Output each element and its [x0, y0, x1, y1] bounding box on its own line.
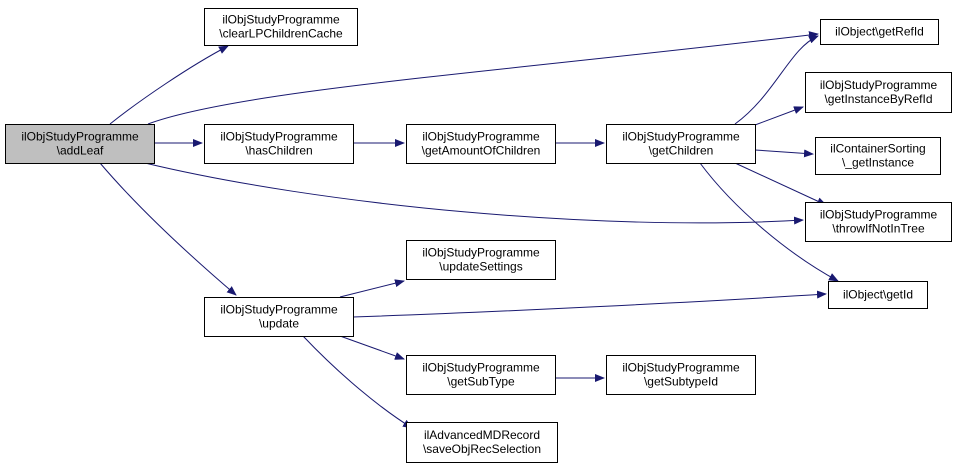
node-label-line: \getChildren — [649, 144, 714, 158]
node-label-line: \throwIfNotInTree — [832, 222, 925, 236]
node-box — [805, 72, 952, 113]
node-label-line: ilObjStudyProgramme — [220, 130, 338, 144]
node-label-line: ilContainerSorting — [830, 142, 925, 156]
node-label-line: \addLeaf — [57, 144, 104, 158]
node-box — [606, 124, 756, 164]
node-box — [815, 137, 941, 175]
edge-update-to-saveObjRecSelection — [302, 335, 413, 429]
node-updateSettings[interactable]: ilObjStudyProgramme\updateSettings — [406, 240, 556, 280]
node-box — [606, 355, 756, 395]
node-box — [820, 19, 939, 45]
edge-update-to-getSubType — [339, 335, 405, 360]
node-update[interactable]: ilObjStudyProgramme\update — [204, 297, 354, 337]
node-label-line: ilObjStudyProgramme — [21, 130, 139, 144]
edge-addLeaf-to-getRefId — [147, 31, 819, 125]
node-label-line: ilObjStudyProgramme — [820, 78, 938, 92]
node-label-line: ilObjStudyProgramme — [220, 303, 338, 317]
node-label-line: \clearLPChildrenCache — [219, 27, 343, 41]
node-box — [406, 422, 558, 463]
edge-getChildren-to-getId — [699, 162, 839, 282]
node-getRefId[interactable]: ilObject\getRefId — [820, 19, 939, 45]
edge-getChildren-to-getInstanceByRefId — [754, 106, 804, 126]
node-label-line: ilObjStudyProgramme — [422, 130, 540, 144]
node-label-line: ilObject\getId — [843, 288, 913, 302]
edge-getChildren-to-getRefId — [734, 35, 819, 125]
node-getInstance[interactable]: ilContainerSorting\_getInstance — [815, 137, 941, 175]
node-box — [204, 124, 354, 164]
node-getInstanceByRefId[interactable]: ilObjStudyProgramme\getInstanceByRefId — [805, 72, 952, 113]
node-box — [805, 202, 952, 242]
node-getSubType[interactable]: ilObjStudyProgramme\getSubType — [406, 355, 556, 395]
node-clearLPChildrenCache[interactable]: ilObjStudyProgramme\clearLPChildrenCache — [204, 8, 358, 46]
node-label-line: ilObjStudyProgramme — [222, 13, 340, 27]
node-label-line: ilObjStudyProgramme — [422, 361, 540, 375]
node-label-line: ilAdvancedMDRecord — [424, 428, 540, 442]
node-box — [406, 355, 556, 395]
node-addLeaf[interactable]: ilObjStudyProgramme\addLeaf — [5, 124, 155, 164]
node-label-line: \getAmountOfChildren — [422, 144, 541, 158]
node-throwIfNotInTree[interactable]: ilObjStudyProgramme\throwIfNotInTree — [805, 202, 952, 242]
node-getSubtypeId[interactable]: ilObjStudyProgramme\getSubtypeId — [606, 355, 756, 395]
node-box — [5, 124, 155, 164]
node-box — [406, 124, 556, 164]
edge-addLeaf-to-throwIfNotInTree — [144, 162, 804, 225]
edge-getChildren-to-throwIfNotInTree — [734, 162, 827, 206]
node-label-line: \getInstanceByRefId — [824, 92, 932, 106]
node-getAmountOfChildren[interactable]: ilObjStudyProgramme\getAmountOfChildren — [406, 124, 556, 164]
node-label-line: \getSubType — [447, 375, 515, 389]
node-label-line: ilObjStudyProgramme — [820, 208, 938, 222]
node-label-line: \saveObjRecSelection — [423, 442, 541, 456]
node-saveObjRecSelection[interactable]: ilAdvancedMDRecord\saveObjRecSelection — [406, 422, 558, 463]
edge-update-to-getId — [352, 290, 827, 318]
node-label-line: \_getInstance — [842, 156, 914, 170]
node-box — [204, 297, 354, 337]
edge-update-to-updateSettings — [339, 279, 405, 298]
node-getChildren[interactable]: ilObjStudyProgramme\getChildren — [606, 124, 756, 164]
node-label-line: \hasChildren — [245, 144, 312, 158]
node-hasChildren[interactable]: ilObjStudyProgramme\hasChildren — [204, 124, 354, 164]
node-label-line: ilObjStudyProgramme — [622, 130, 740, 144]
node-box — [406, 240, 556, 280]
edge-addLeaf-to-update — [99, 162, 237, 296]
node-box — [204, 8, 358, 46]
node-label-line: \update — [259, 317, 299, 331]
node-label-line: \updateSettings — [439, 260, 522, 274]
node-label-line: ilObjStudyProgramme — [422, 246, 540, 260]
node-label-line: ilObject\getRefId — [835, 25, 924, 39]
node-getId[interactable]: ilObject\getId — [828, 281, 928, 309]
nodes-layer: ilObjStudyProgramme\addLeafilObjStudyPro… — [5, 8, 952, 463]
node-label-line: \getSubtypeId — [644, 375, 718, 389]
edge-addLeaf-to-clearLPChildrenCache — [109, 45, 229, 125]
node-label-line: ilObjStudyProgramme — [622, 361, 740, 375]
node-box — [828, 281, 928, 309]
edges-layer — [99, 31, 839, 429]
edge-getChildren-to-getInstance — [754, 149, 814, 158]
